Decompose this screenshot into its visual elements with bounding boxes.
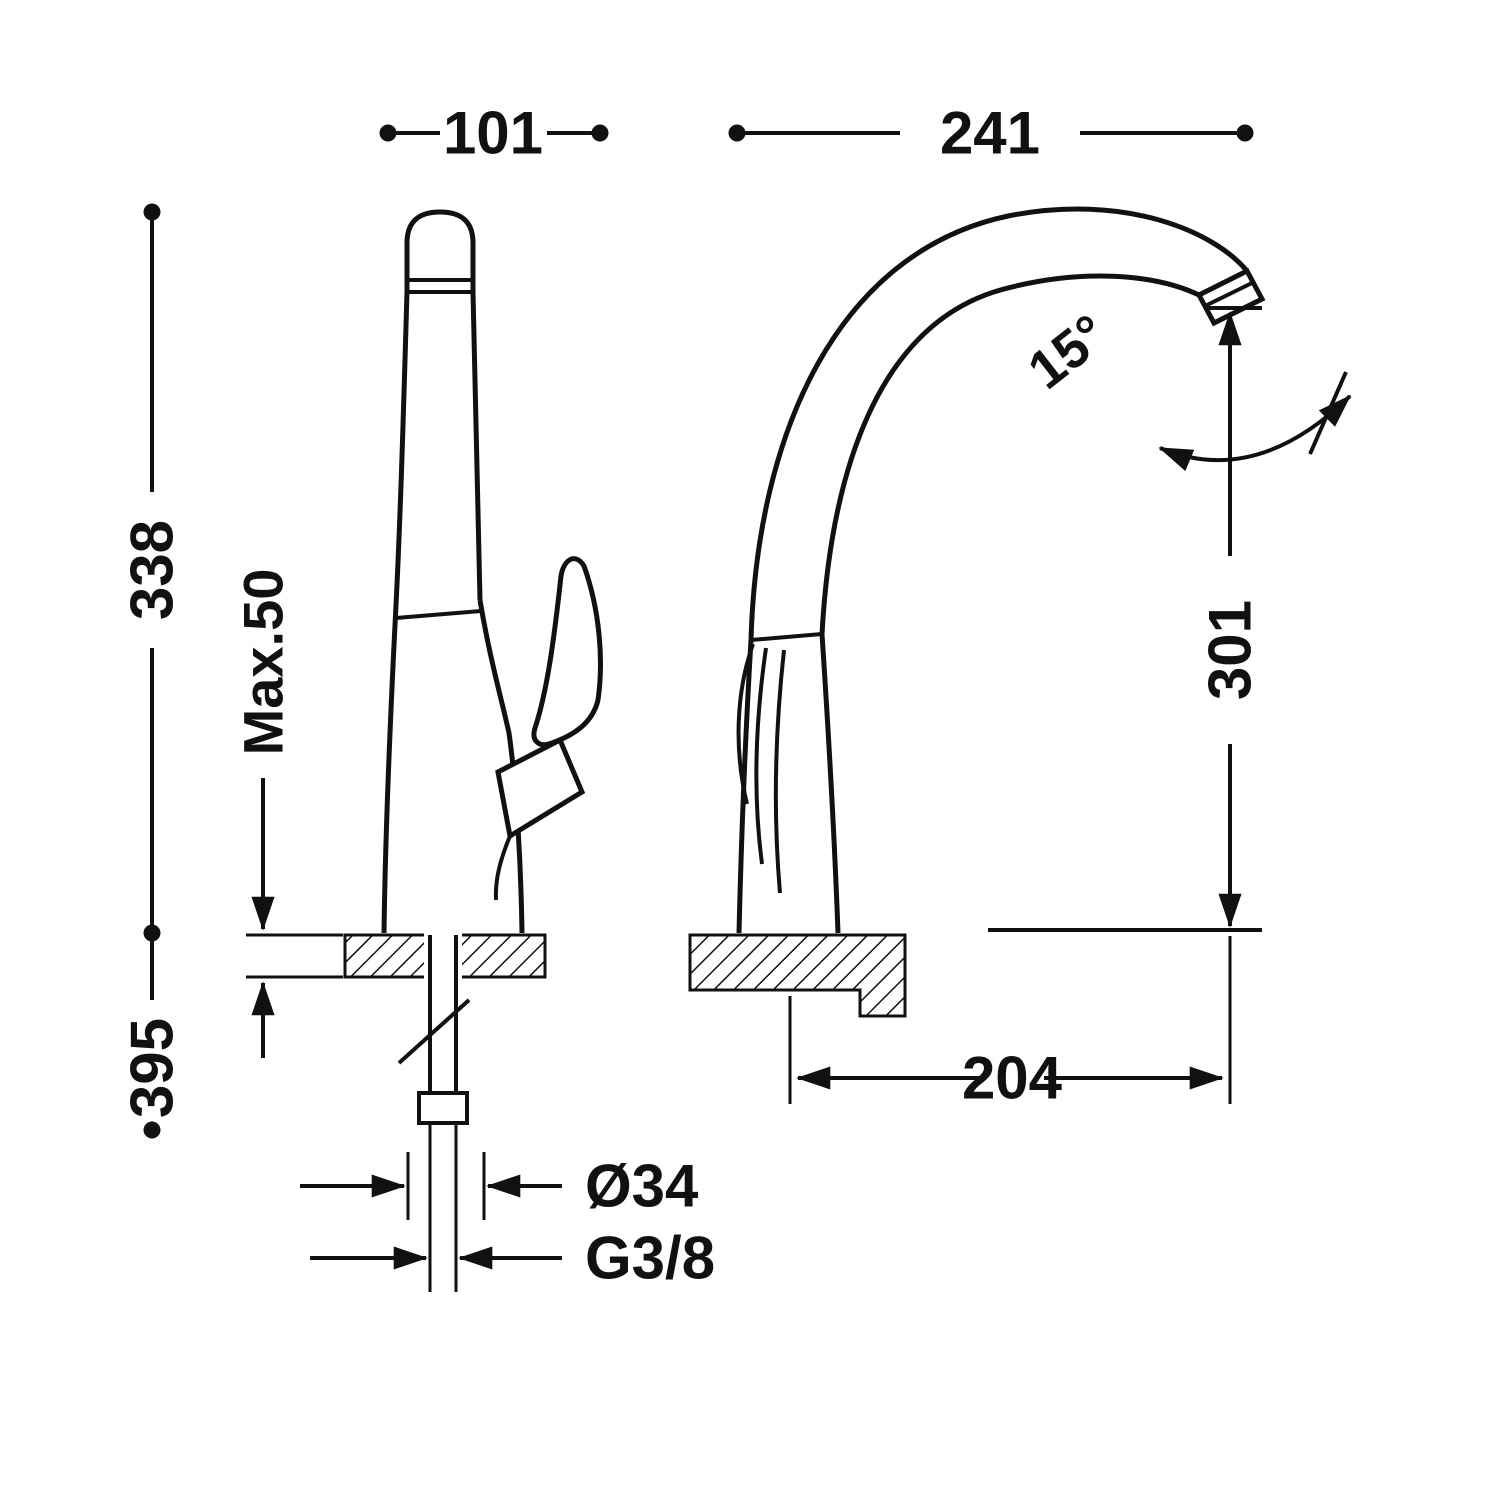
body-left-edge	[381, 291, 410, 934]
front-view: 101 338 395 Max.50	[119, 100, 715, 1292]
dim-swivel-angle: 15°	[1017, 303, 1352, 472]
dim-front-height: 338	[119, 203, 186, 942]
shank-break-line	[397, 998, 471, 1065]
handle-base	[495, 736, 586, 841]
aerator-line	[1204, 280, 1255, 308]
column-right-edge	[819, 633, 841, 934]
dim-front-total-height: 395	[119, 941, 186, 1139]
body-right-edge-upper	[470, 291, 483, 601]
body-right-edge-lower	[477, 599, 525, 934]
faucet-front-outline	[381, 209, 603, 934]
spout-outer-curve	[748, 206, 1249, 641]
spout-inner-curve	[819, 273, 1201, 635]
handle-side-bulge	[736, 643, 755, 805]
dim-338-label: 338	[119, 520, 186, 620]
dim-301-label: 301	[1197, 600, 1264, 700]
dim-15deg-label: 15°	[1017, 303, 1118, 401]
dim-side-top-width: 241	[728, 100, 1254, 167]
dim-101-label: 101	[443, 100, 543, 167]
countertop-side	[688, 933, 907, 1018]
handle-base-seam	[493, 835, 512, 901]
dim-thread: G3/8	[310, 1225, 715, 1292]
faucet-side-outline	[736, 206, 1266, 934]
dim-front-max-thickness: Max.50	[232, 569, 343, 1058]
dim-dot	[143, 1121, 161, 1139]
spout-cap	[404, 209, 476, 292]
dim-front-top-width: 101	[379, 100, 609, 167]
swivel-position-tick	[1308, 371, 1348, 455]
body-joint-line	[395, 609, 482, 620]
side-view: 241 15° 301	[688, 100, 1352, 1112]
dim-g38-label: G3/8	[585, 1225, 715, 1292]
handle-side-seam	[754, 647, 768, 865]
shank-nut	[417, 1091, 469, 1125]
dim-204-label: 204	[962, 1045, 1063, 1112]
dim-max50-label: Max.50	[232, 569, 295, 756]
dim-spout-reach: 204	[788, 936, 1232, 1112]
supply-shank	[397, 935, 486, 1292]
handle-lever	[531, 556, 603, 748]
dim-base-diameter: Ø34	[300, 1153, 699, 1220]
countertop-hatch	[688, 933, 907, 1018]
dim-d34-label: Ø34	[585, 1153, 699, 1220]
body-joint-line	[750, 632, 823, 642]
countertop-front	[343, 933, 547, 979]
dim-241-label: 241	[940, 100, 1040, 167]
dim-outlet-height: 301	[988, 306, 1264, 932]
handle-side-seam	[773, 649, 786, 894]
dim-395-label: 395	[119, 1018, 186, 1118]
